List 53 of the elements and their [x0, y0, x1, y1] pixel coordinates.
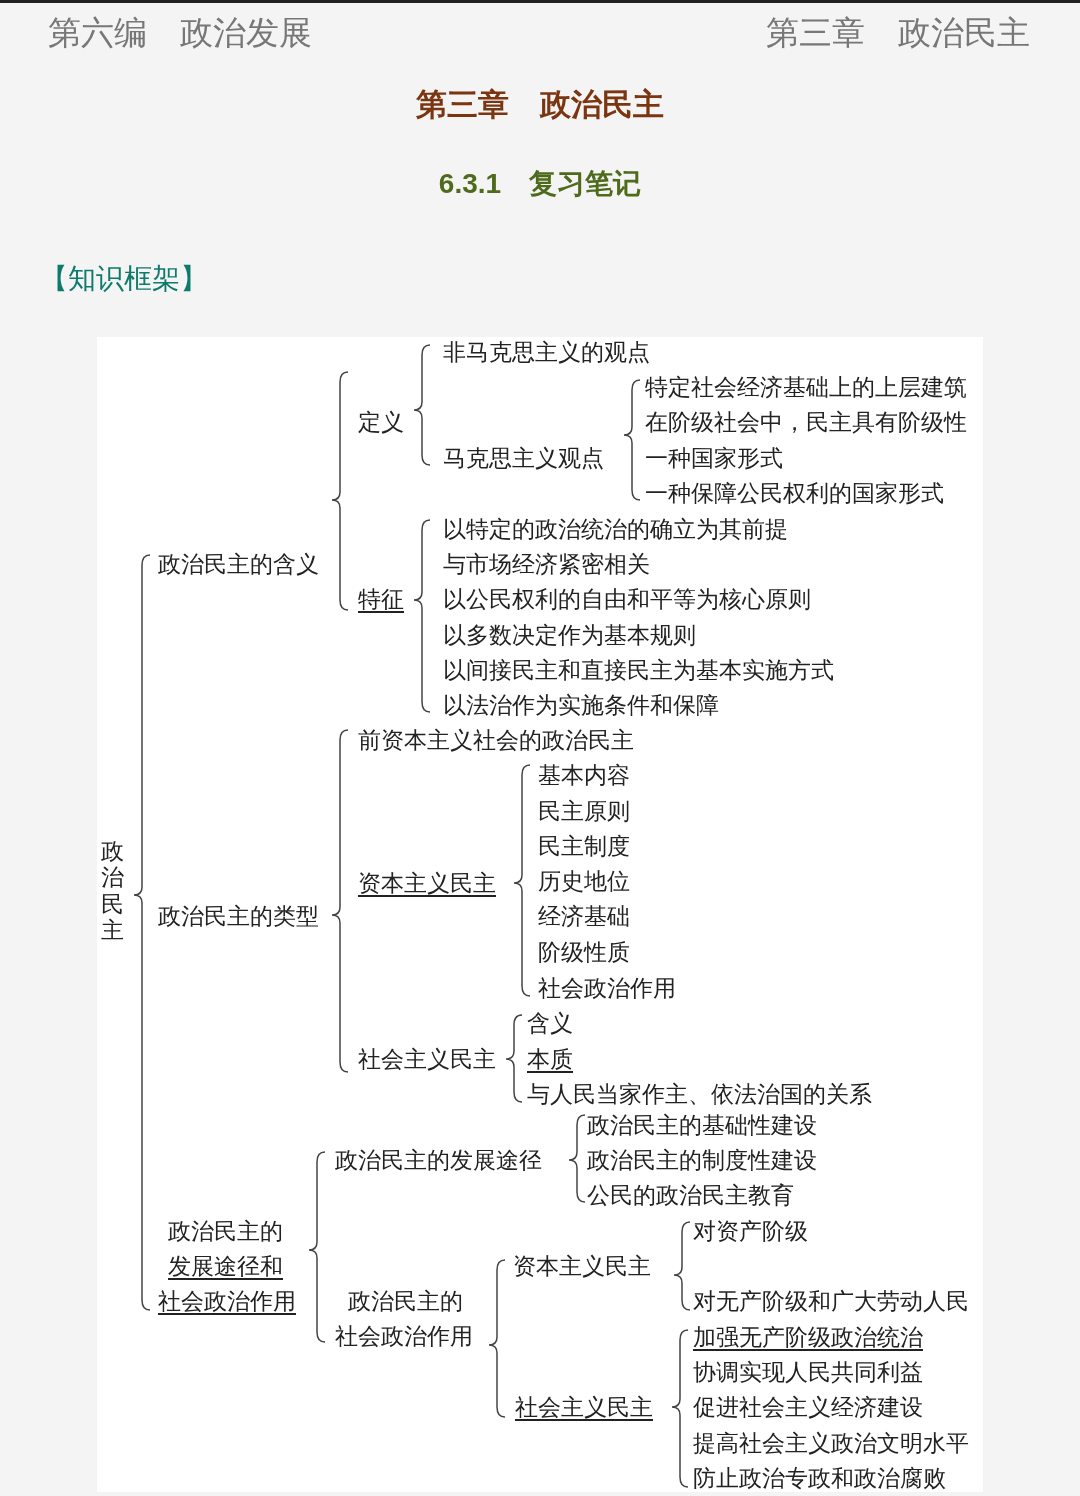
tree-label: 资本主义民主: [358, 869, 496, 897]
tree-label: 特征: [358, 585, 404, 613]
title: 第三章 政治民主: [415, 86, 665, 124]
tree-label: 政治民主的: [348, 1287, 463, 1315]
tree-label: 协调实现人民共同利益: [693, 1358, 923, 1386]
tree-label: 定义: [358, 408, 404, 436]
tree-label: 与人民当家作主、依法治国的关系: [527, 1080, 872, 1108]
tree-label: 提高社会主义政治文明水平: [693, 1429, 969, 1457]
tree-label: 社会主义民主: [358, 1045, 496, 1073]
tree-label: 公民的政治民主教育: [587, 1181, 794, 1209]
chapter-header: 第三章 政治民主: [766, 13, 1030, 53]
tree-label: 加强无产阶级政治统治: [693, 1323, 923, 1351]
tree-label: 政治民主的基础性建设: [587, 1111, 817, 1139]
root-label: 政治民主: [101, 838, 124, 944]
section-heading: 【知识框架】: [40, 262, 208, 296]
tree-label: 一种国家形式: [645, 444, 783, 472]
tree-label: 在阶级社会中，民主具有阶级性: [645, 408, 967, 436]
section-header: 第六编 政治发展: [48, 13, 312, 53]
tree-label: 政治民主的: [168, 1217, 283, 1245]
tree-label: 政治民主的制度性建设: [587, 1146, 817, 1174]
tree-label: 以多数决定作为基本规则: [443, 621, 696, 649]
tree-label: 以公民权利的自由和平等为核心原则: [443, 585, 811, 613]
tree-label: 一种保障公民权利的国家形式: [645, 479, 944, 507]
tree-label: 促进社会主义经济建设: [693, 1393, 923, 1421]
tree-label: 政治民主的含义: [158, 550, 319, 578]
tree-label: 历史地位: [538, 867, 630, 895]
tree-label: 民主制度: [538, 832, 630, 860]
tree-label: 基本内容: [538, 761, 630, 789]
tree-label: 马克思主义观点: [443, 444, 604, 472]
tree-label: 社会主义民主: [515, 1393, 653, 1421]
tree-label: 本质: [527, 1045, 573, 1073]
tree-label: 以特定的政治统治的确立为其前提: [443, 515, 788, 543]
tree-label: 以间接民主和直接民主为基本实施方式: [443, 656, 834, 684]
tree-label: 民主原则: [538, 797, 630, 825]
tree-label: 非马克思主义的观点: [443, 338, 650, 366]
tree-label: 社会政治作用: [538, 974, 676, 1002]
tree-label: 与市场经济紧密相关: [443, 550, 650, 578]
tree-label: 以法治作为实施条件和保障: [443, 691, 719, 719]
tree-label: 对资产阶级: [693, 1217, 808, 1245]
tree-label: 政治民主的类型: [158, 902, 319, 930]
tree-label: 防止政治专政和政治腐败: [693, 1464, 946, 1492]
tree-label: 前资本主义社会的政治民主: [358, 726, 634, 754]
subtitle: 6.3.1 复习笔记: [437, 167, 643, 201]
tree-label: 发展途径和: [168, 1252, 283, 1280]
tree-label: 政治民主的发展途径: [335, 1146, 542, 1174]
tree-label: 资本主义民主: [513, 1252, 651, 1280]
tree-label: 经济基础: [538, 902, 630, 930]
tree-label: 对无产阶级和广大劳动人民: [693, 1287, 969, 1315]
tree-label: 阶级性质: [538, 938, 630, 966]
tree-label: 含义: [527, 1009, 573, 1037]
tree-label: 特定社会经济基础上的上层建筑: [645, 373, 967, 401]
tree-label: 社会政治作用: [158, 1287, 296, 1315]
tree-label: 社会政治作用: [335, 1322, 473, 1350]
